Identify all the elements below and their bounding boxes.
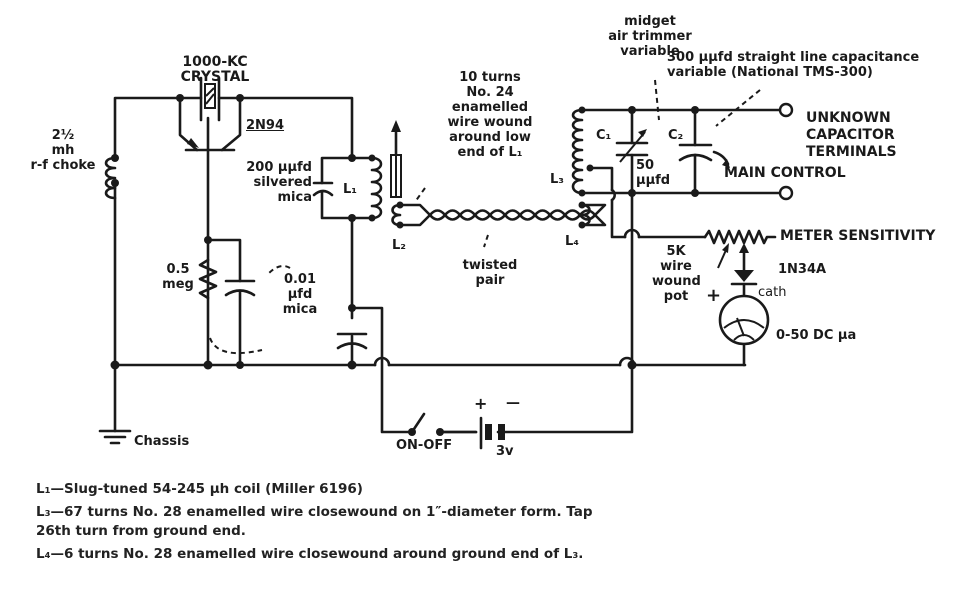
note-l3: L₃—67 turns No. 28 enamelled wire closew… [36, 504, 593, 539]
crystal-label: 1000-KC CRYSTAL [180, 54, 250, 85]
cap200-label-line: silvered [253, 175, 312, 190]
unknown-label-line: CAPACITOR [806, 127, 895, 143]
c2-label: C₂ [668, 128, 684, 143]
cap200-label-line: mica [277, 190, 312, 205]
transistor-2n94-symbol [178, 96, 242, 152]
battery-voltage-label: 3v [496, 444, 514, 459]
link-winding-label: 10 turns No. 24 enamelled wire wound aro… [420, 70, 560, 160]
cap001-label: 0.01 µfd mica [272, 272, 328, 317]
c1-value-line: 50 [636, 158, 655, 173]
l3-label: L₃ [550, 172, 564, 187]
l1-tank-symbol [312, 120, 402, 222]
unknown-terminals-label: UNKNOWN CAPACITOR TERMINALS [806, 110, 897, 161]
link-label-line: 10 turns [459, 70, 521, 85]
choke-label-line: mh [51, 143, 75, 158]
note-l1: L₁—Slug-tuned 54-245 µh coil (Miller 619… [36, 481, 363, 497]
choke-label: 2½ mh r-f choke [28, 128, 98, 173]
c2-desc-line: 300 µµfd straight line capacitance [667, 50, 920, 65]
resistor-label: 0.5 meg [158, 262, 198, 292]
c2-desc-line: variable (National TMS-300) [667, 65, 873, 80]
pot-label-line: wire [660, 259, 692, 274]
twisted-label-line: pair [475, 273, 505, 288]
meter-label: 0-50 DC µa [776, 328, 857, 343]
trimmer-label: midget air trimmer variable [595, 14, 705, 59]
twisted-label-line: twisted [462, 258, 518, 273]
battery-minus-label: — [506, 395, 520, 411]
annotation-arrows [209, 79, 761, 354]
link-label-line: enamelled [451, 100, 529, 115]
pot-label-line: 5K [666, 244, 686, 259]
trimmer-label-line: air trimmer [608, 29, 692, 44]
bias-network-symbol [110, 236, 256, 370]
l3-c1-c2-tank-symbol [571, 102, 794, 370]
cap200-label: 200 µµfd silvered mica [220, 160, 312, 205]
trimmer-label-line: variable [620, 44, 680, 59]
resistor-label-line: 0.5 [166, 262, 190, 277]
pot-label: 5K wire wound pot [652, 244, 701, 304]
switch-battery-symbol [408, 412, 505, 450]
c1-value-line: µµfd [636, 173, 671, 188]
unknown-label-line: TERMINALS [806, 144, 897, 160]
cap200-label-line: 200 µµfd [246, 160, 312, 175]
meter-sensitivity-label: METER SENSITIVITY [780, 228, 936, 244]
twisted-pair-label: twisted pair [450, 258, 530, 288]
chassis-label: Chassis [134, 434, 190, 449]
meter-plus-label: + [706, 285, 722, 306]
choke-label-line: 2½ [51, 128, 75, 143]
transistor-label: 2N94 [246, 118, 285, 133]
crystal-symbol [176, 76, 244, 122]
trimmer-label-line: midget [624, 14, 676, 29]
onoff-label: ON-OFF [396, 438, 453, 453]
choke-label-line: r-f choke [30, 158, 96, 173]
link-label-line: wire wound [447, 115, 533, 130]
pot-label-line: pot [663, 289, 689, 304]
chassis-ground-symbol [98, 363, 132, 445]
cathode-label: cath [758, 285, 787, 300]
meter-circuit-symbol [703, 229, 777, 367]
link-label-line: No. 24 [466, 85, 514, 100]
l4-label: L₄ [565, 234, 579, 249]
diode-label: 1N34A [778, 262, 827, 277]
pot-label-line: wound [652, 274, 701, 289]
cap001-label-line: mica [282, 302, 318, 317]
note-l4: L₄—6 turns No. 28 enamelled wire closewo… [36, 546, 584, 562]
cap001-label-line: 0.01 [283, 272, 317, 287]
link-label-line: end of L₁ [457, 145, 523, 160]
battery-plus-label: + [474, 394, 488, 413]
component-notes: L₁—Slug-tuned 54-245 µh coil (Miller 619… [36, 480, 606, 568]
unknown-label-line: UNKNOWN [806, 110, 891, 126]
c1-label: C₁ [596, 128, 612, 143]
link-coupling-symbol [391, 201, 607, 229]
bypass-capacitor-symbol [336, 304, 368, 370]
cap001-label-line: µfd [287, 287, 313, 302]
c1-value-label: 50 µµfd [636, 158, 670, 188]
rf-choke-symbol [104, 154, 119, 200]
link-label-line: around low [449, 130, 531, 145]
c2-description-label: 300 µµfd straight line capacitance varia… [667, 50, 919, 80]
l2-label: L₂ [392, 238, 406, 253]
main-control-label: MAIN CONTROL [724, 165, 846, 181]
l1-label: L₁ [343, 182, 357, 197]
resistor-label-line: meg [162, 277, 194, 292]
